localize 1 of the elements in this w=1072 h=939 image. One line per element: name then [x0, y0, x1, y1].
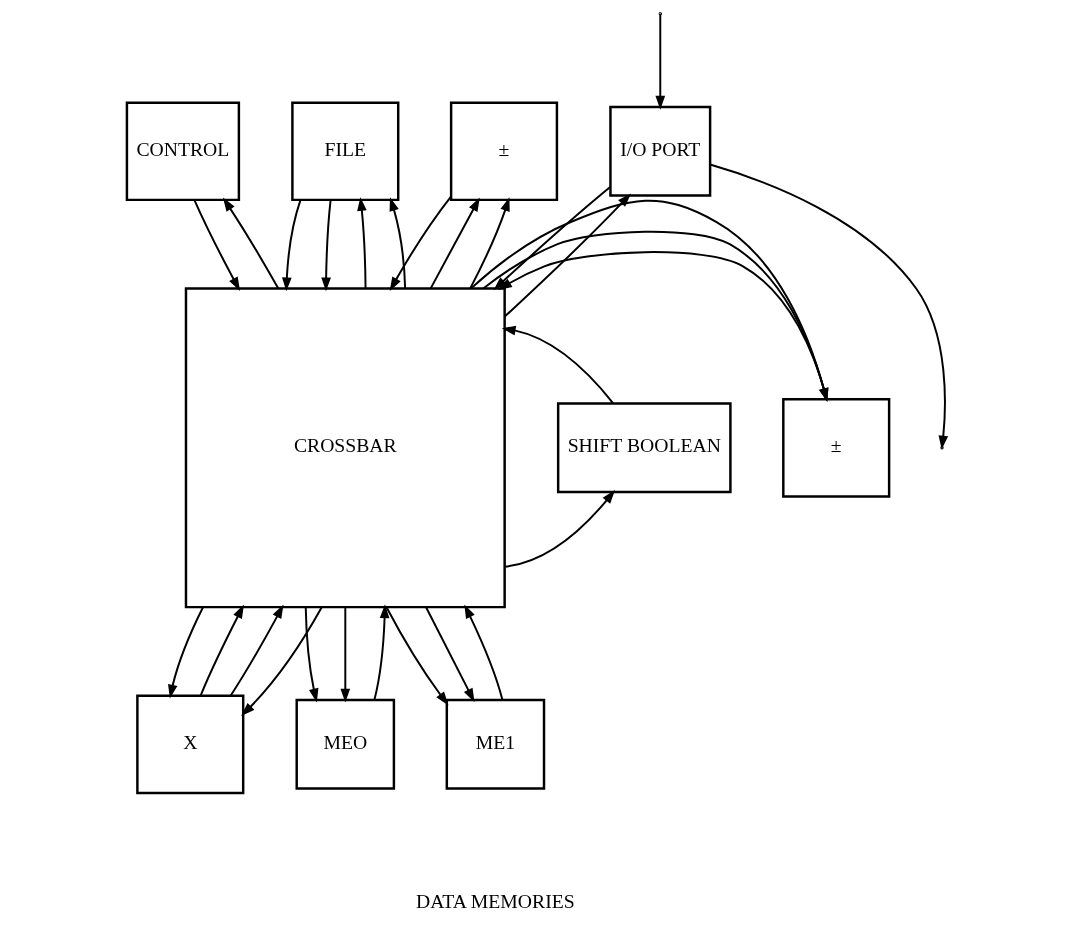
label: DATA MEMORIES	[416, 890, 575, 913]
